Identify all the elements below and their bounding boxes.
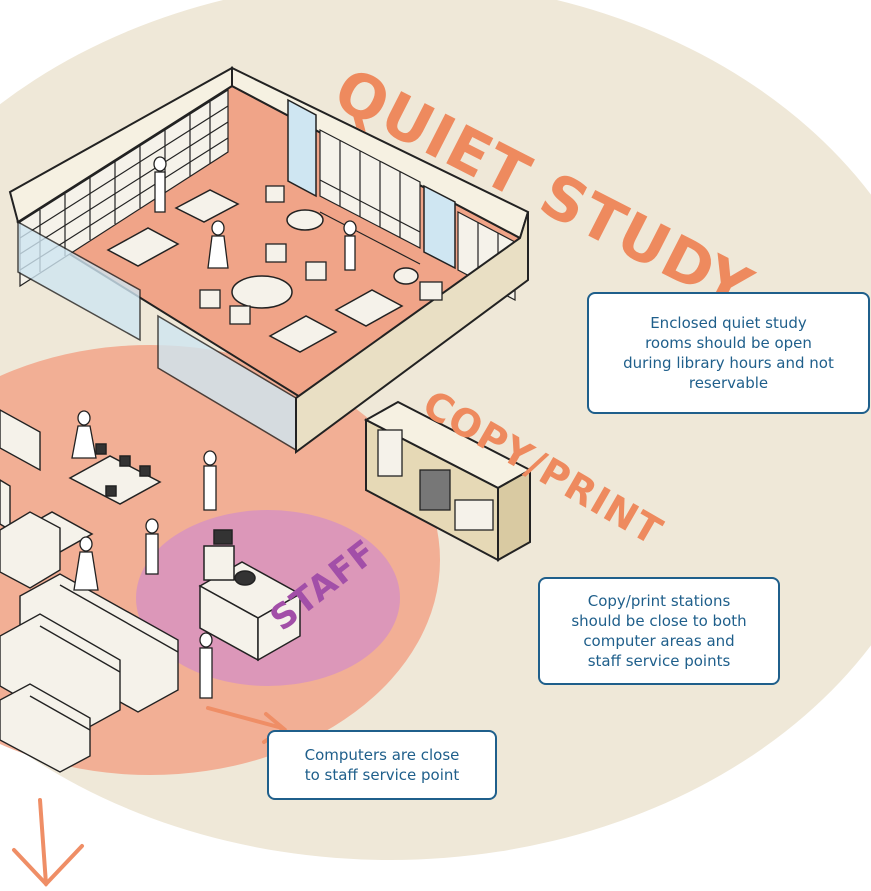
display-rack bbox=[377, 429, 403, 477]
quiet-study-chairs bbox=[199, 185, 443, 325]
copier-machine bbox=[419, 469, 451, 511]
library-visitors bbox=[71, 410, 217, 699]
staff-chair bbox=[234, 570, 256, 586]
quiet-study-people bbox=[153, 156, 357, 271]
copy-print-end-wall bbox=[497, 468, 531, 562]
quiet-study-window bbox=[287, 98, 317, 198]
quiet-study-glass-front-left bbox=[17, 220, 141, 342]
quiet-study-window bbox=[423, 184, 456, 270]
quiet-study-end-wall bbox=[295, 211, 529, 454]
arrow-down-exit bbox=[12, 798, 84, 887]
copy-print-callout: Copy/print stations should be close to b… bbox=[538, 577, 780, 685]
bookshelves-stacks bbox=[0, 409, 179, 773]
computers-callout: Computers are close to staff service poi… bbox=[267, 730, 497, 800]
computers-callout-text: Computers are close to staff service poi… bbox=[304, 746, 460, 784]
copy-print-callout-text: Copy/print stations should be close to b… bbox=[571, 592, 747, 670]
staff-service-desk bbox=[198, 529, 302, 662]
copy-print-room bbox=[363, 400, 533, 562]
quiet-study-tables bbox=[106, 189, 419, 353]
quiet-study-room bbox=[8, 66, 530, 454]
quiet-study-callout: Enclosed quiet study rooms should be ope… bbox=[587, 292, 870, 414]
quiet-study-callout-text: Enclosed quiet study rooms should be ope… bbox=[623, 314, 834, 392]
print-counter bbox=[454, 499, 494, 531]
